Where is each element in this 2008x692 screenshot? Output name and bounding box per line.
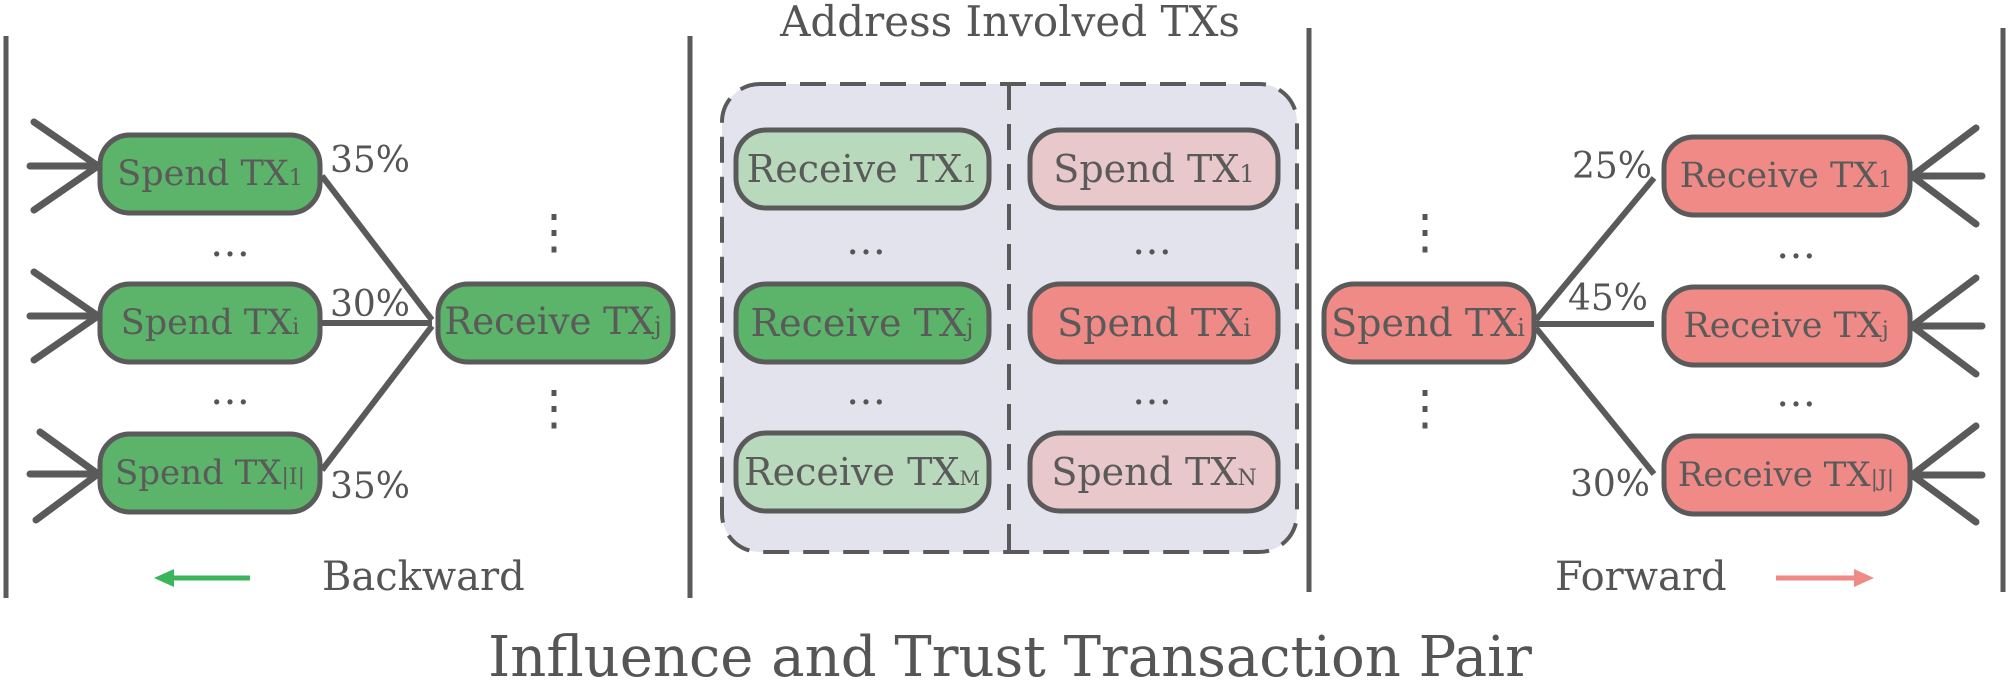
forward-receive-node-j: Receive TXj [1661, 284, 1913, 368]
forward-label: Forward [1555, 554, 1727, 600]
node-subscript: j [1879, 318, 1889, 343]
node-label: Receive TX [1680, 156, 1879, 196]
forward-flow-arrows [1533, 176, 1657, 476]
node-label: Spend TX [117, 154, 289, 194]
node-label: Receive TX [744, 450, 959, 494]
backward-ellipsis-1: … [210, 220, 250, 266]
center-spend-ellipsis-2: … [1132, 368, 1172, 414]
node-label: Receive TX [751, 301, 966, 345]
node-subscript: i [1243, 314, 1251, 342]
forward-pct-j: 45% [1568, 278, 1648, 319]
svg-text:Receive TX|J|: Receive TX|J| [1678, 455, 1894, 495]
backward-spend-node-i: Spend TXi [97, 281, 323, 365]
node-subscript: 1 [1878, 168, 1892, 193]
backward-vertical-ellipsis-top: ⋮ [530, 204, 578, 260]
node-label: Spend TX [1051, 450, 1237, 494]
svg-text:Receive TX1: Receive TX1 [1680, 156, 1892, 196]
node-label: Spend TX [1057, 301, 1243, 345]
svg-text:Receive TX1: Receive TX1 [747, 147, 978, 191]
center-spend-node-n: Spend TXN [1027, 430, 1281, 514]
center-receive-node-m: Receive TXM [733, 430, 992, 514]
backward-spend-node-last: Spend TX|I| [97, 431, 323, 515]
forward-pct-last: 30% [1570, 464, 1650, 505]
backward-pct-i: 30% [330, 284, 410, 325]
node-subscript: j [963, 314, 973, 342]
backward-pct-1: 35% [330, 140, 410, 181]
node-label: Receive TX [747, 147, 962, 191]
node-subscript: i [1517, 314, 1525, 342]
node-subscript: j [651, 312, 661, 340]
backward-direction-arrowhead [154, 569, 174, 587]
forward-vertical-ellipsis-top: ⋮ [1401, 204, 1449, 260]
svg-text:Spend TXi: Spend TXi [121, 303, 299, 343]
node-subscript: i [292, 315, 299, 340]
backward-input-arrows [26, 118, 102, 524]
node-subscript: N [1237, 466, 1256, 491]
forward-receive-node-1: Receive TX1 [1661, 134, 1913, 218]
center-spend-node-i: Spend TXi [1027, 281, 1281, 365]
forward-direction-arrowhead [1854, 569, 1874, 587]
backward-ellipsis-2: … [210, 368, 250, 414]
node-label: Spend TX [121, 303, 293, 343]
center-receive-node-1: Receive TX1 [733, 127, 992, 211]
svg-text:Spend TX1: Spend TX1 [1053, 147, 1254, 191]
node-subscript: |I| [282, 465, 306, 490]
svg-text:Receive TXj: Receive TXj [1683, 306, 1888, 346]
backward-label: Backward [322, 554, 525, 600]
center-receive-node-j: Receive TXj [733, 281, 992, 365]
node-label: Spend TX [1053, 147, 1239, 191]
svg-text:Spend TX1: Spend TX1 [117, 154, 302, 194]
node-subscript: M [959, 466, 979, 490]
svg-text:Spend TXi: Spend TXi [1331, 301, 1525, 345]
center-spend-node-1: Spend TX1 [1027, 127, 1281, 211]
node-subscript: |J| [1871, 467, 1895, 492]
forward-ellipsis-2: … [1776, 370, 1816, 416]
backward-spend-node-1: Spend TX1 [97, 132, 323, 216]
svg-text:Receive TXM: Receive TXM [744, 450, 980, 494]
forward-receive-node-last: Receive TX|J| [1661, 433, 1913, 517]
center-spend-ellipsis-1: … [1132, 218, 1172, 264]
svg-text:Spend TXi: Spend TXi [1057, 301, 1251, 345]
node-label: Receive TX [1683, 306, 1882, 346]
forward-ellipsis-1: … [1776, 222, 1816, 268]
diagram-title: Influence and Trust Transaction Pair [488, 625, 1532, 690]
forward-output-arrows [1908, 124, 1986, 526]
node-label: Spend TX [1331, 301, 1517, 345]
backward-pct-last: 35% [330, 466, 410, 507]
backward-vertical-ellipsis-bottom: ⋮ [530, 380, 578, 436]
svg-text:Spend TXN: Spend TXN [1051, 450, 1256, 494]
center-receive-ellipsis-2: … [846, 368, 886, 414]
svg-text:Receive TXj: Receive TXj [444, 300, 661, 343]
node-label: Receive TX [1678, 455, 1872, 495]
forward-spend-node: Spend TXi [1321, 281, 1537, 365]
forward-pct-1: 25% [1572, 146, 1652, 187]
node-subscript: 1 [962, 160, 977, 188]
node-label: Receive TX [444, 300, 654, 343]
backward-receive-node: Receive TXj [435, 281, 676, 365]
node-label: Spend TX [115, 453, 282, 493]
backward-flow-arrows [319, 174, 435, 472]
forward-vertical-ellipsis-bottom: ⋮ [1401, 380, 1449, 436]
center-title: Address Involved TXs [779, 0, 1240, 46]
node-subscript: 1 [289, 166, 303, 191]
center-receive-ellipsis-1: … [846, 218, 886, 264]
svg-text:Receive TXj: Receive TXj [751, 301, 974, 345]
node-subscript: 1 [1239, 160, 1254, 188]
svg-text:Spend TX|I|: Spend TX|I| [115, 453, 305, 493]
